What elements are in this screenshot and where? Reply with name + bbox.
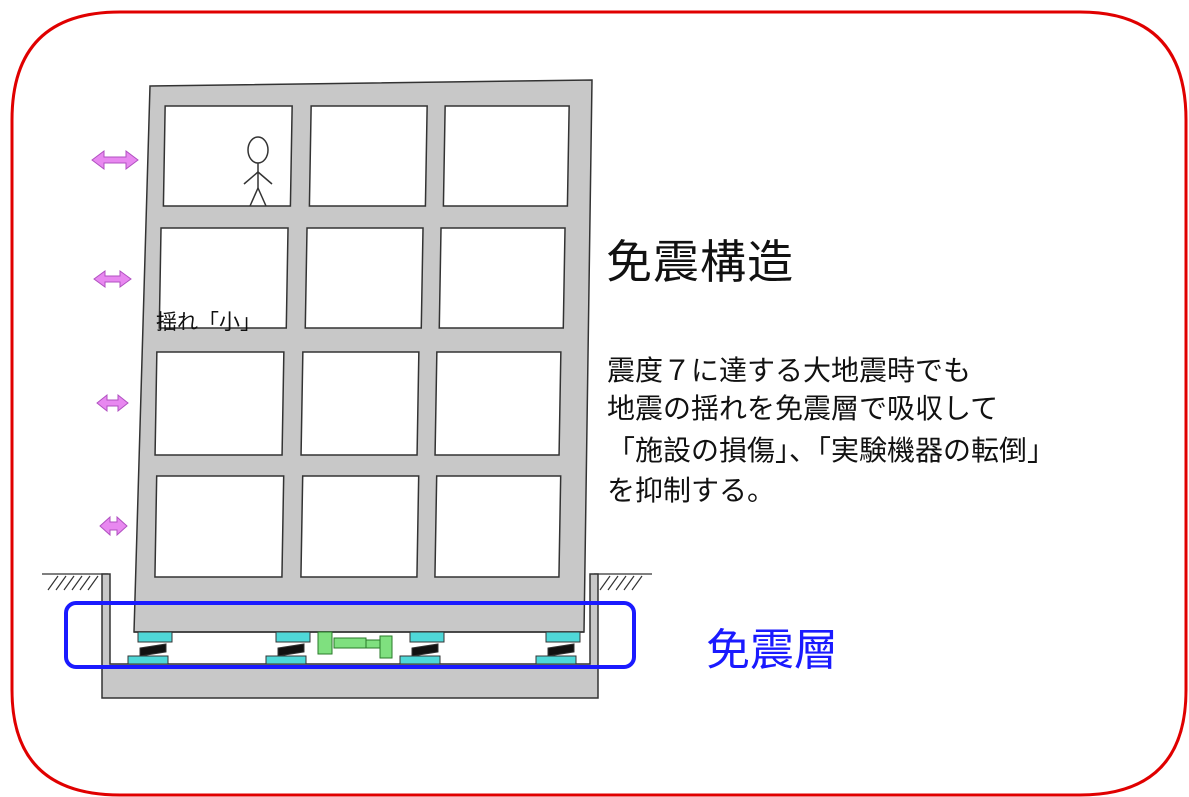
window <box>304 227 424 329</box>
shake-arrow-icon <box>96 393 129 413</box>
person-icon <box>243 136 273 207</box>
isolator-icon <box>127 631 173 665</box>
shake-arrow-icon <box>91 150 139 170</box>
window <box>154 351 285 456</box>
window <box>438 227 566 329</box>
window <box>442 105 570 207</box>
window <box>434 351 562 456</box>
shake-arrow-icon <box>93 270 132 288</box>
window <box>154 475 285 578</box>
outer-frame <box>10 10 1188 797</box>
window <box>162 105 293 207</box>
window <box>300 475 420 578</box>
shake-label: 揺れ「小」 <box>156 310 261 334</box>
shake-arrow-icon <box>99 515 128 537</box>
diagram-title: 免震構造 <box>606 235 794 289</box>
building <box>133 79 593 633</box>
description-line: 地震の揺れを免震層で吸収して <box>607 392 999 425</box>
description-line: を抑制する。 <box>607 474 776 507</box>
description-line: 「施設の損傷」、「実験機器の転倒」 <box>607 434 1056 467</box>
isolator-icon <box>265 631 311 665</box>
damper-icon <box>317 631 393 659</box>
window <box>308 105 428 207</box>
isolation-layer-label: 免震層 <box>706 625 838 676</box>
window <box>300 351 420 456</box>
window <box>434 475 562 578</box>
ground-hatch-icon <box>42 573 108 591</box>
isolation-layer-highlight <box>64 601 636 669</box>
ground-hatch-icon <box>594 573 652 591</box>
isolator-icon <box>399 631 445 665</box>
isolator-icon <box>535 631 581 665</box>
description-line: 震度７に達する大地震時でも <box>607 354 972 387</box>
window <box>158 227 289 329</box>
